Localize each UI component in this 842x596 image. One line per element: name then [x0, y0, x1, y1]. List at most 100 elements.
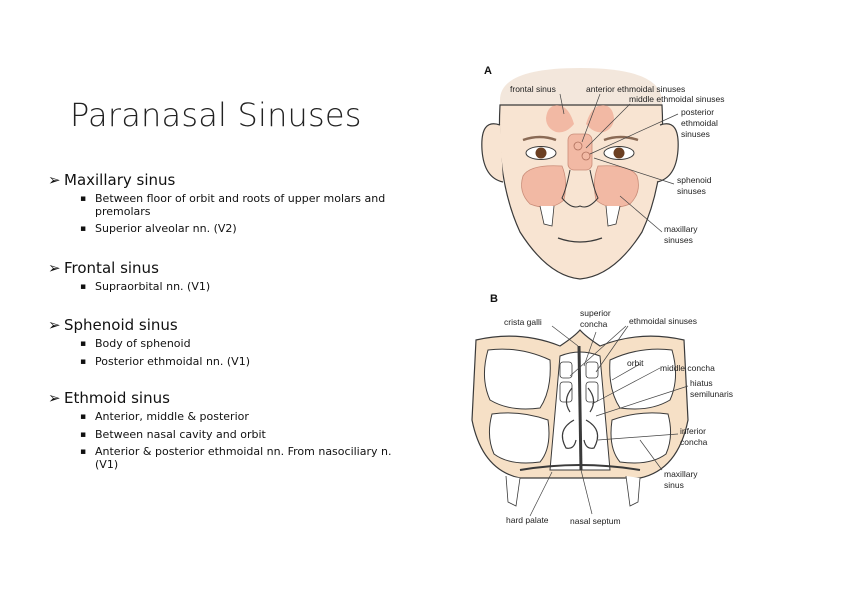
left-molar	[505, 475, 521, 507]
bullet-item: ▪ Anterior, middle & posterior	[76, 410, 395, 424]
sinus-face-illustration: A frontal sinus anterior ethmoidal sinus…	[481, 65, 724, 280]
ethmoid-cells	[559, 361, 599, 403]
label-ethmoidal-sinuses: ethmoidal sinuses	[629, 316, 697, 326]
right-iris	[613, 147, 625, 159]
bullet-list: ▪ Anterior, middle & posterior ▪ Between n…	[48, 410, 418, 471]
panel-b-letter: B	[490, 293, 498, 305]
frontal-sinus-left	[546, 105, 574, 133]
left-eyebrow	[522, 135, 557, 142]
label-hard-palate: hard palate	[506, 515, 549, 525]
hard-palate	[519, 464, 641, 471]
label-middle-concha: middle concha	[660, 363, 715, 373]
right-molar	[625, 475, 641, 507]
left-tooth	[539, 205, 555, 227]
label-maxillary-1: maxillary	[664, 224, 698, 234]
label-superior-concha-1: superior	[580, 308, 611, 318]
bullet-item: ▪ Superior alveolar nn. (V2)	[76, 222, 395, 236]
square-bullet-icon: ▪	[80, 447, 87, 457]
maxillary-sinus-left	[521, 165, 566, 208]
square-bullet-icon: ▪	[80, 194, 87, 204]
square-bullet-icon: ▪	[80, 281, 87, 292]
bullet-list: ▪Body of sphenoid ▪ Posterior ethmoidal n…	[48, 337, 418, 369]
bullet-list: ▪ Supraorbital nn. (V1)	[48, 279, 418, 294]
label-superior-concha-2: concha	[580, 319, 608, 329]
section-heading: ➢ Frontal sinus	[48, 258, 418, 278]
right-eyebrow	[603, 135, 639, 142]
bullet-text: Between nasal cavity and orbit	[95, 427, 266, 441]
bullet-item: ▪Body of sphenoid	[76, 337, 395, 351]
slide-title: Paranasal Sinuses	[70, 96, 362, 134]
ethmoid-cell	[573, 141, 583, 151]
left-ear	[481, 123, 504, 183]
right-tooth	[605, 205, 621, 227]
arrow-bullet-icon: ➢	[48, 389, 61, 407]
label-posterior-3: sinuses	[681, 129, 710, 139]
nose	[561, 169, 599, 208]
maxillary-sinus-left	[488, 412, 550, 464]
section-sphenoid: ➢ Sphenoid sinus ▪Body of sphenoid ▪ Post…	[48, 315, 418, 368]
label-hiatus-2: semilunaris	[690, 389, 733, 399]
section-maxillary: ➢ Maxillary sinus ▪ Between floor of orbi…	[48, 170, 418, 236]
label-maxillary-1: maxillary	[664, 469, 698, 479]
bullet-text: Posterior ethmoidal nn. (V1)	[95, 354, 250, 368]
mouth	[557, 237, 603, 243]
section-heading: ➢ Ethmoid sinus	[48, 388, 418, 408]
label-hiatus-1: hiatus	[690, 378, 713, 388]
label-crista-galli: crista galli	[504, 317, 542, 327]
section-heading-text: Maxillary sinus	[64, 171, 176, 189]
bullet-item: ▪ Supraorbital nn. (V1)	[76, 279, 395, 294]
label-inferior-concha-2: concha	[680, 437, 708, 447]
panel-a-leader-lines	[559, 93, 679, 233]
left-iris	[535, 147, 547, 159]
bullet-text: Body of sphenoid	[95, 337, 191, 350]
label-maxillary-2: sinuses	[664, 235, 693, 245]
label-posterior-2: ethmoidal	[681, 118, 718, 128]
label-orbit: orbit	[627, 358, 644, 368]
sections-list: ➢ Maxillary sinus ▪ Between floor of orbi…	[48, 170, 418, 485]
right-ear	[656, 123, 679, 183]
bullet-item: ▪ Between nasal cavity and orbit	[76, 427, 395, 442]
section-heading-text: Sphenoid sinus	[64, 316, 178, 334]
section-frontal: ➢ Frontal sinus ▪ Supraorbital nn. (V1)	[48, 258, 418, 294]
square-bullet-icon: ▪	[80, 429, 87, 440]
arrow-bullet-icon: ➢	[48, 171, 61, 189]
panel-a-letter: A	[484, 65, 492, 77]
ethmoid-cell	[581, 151, 591, 161]
bullet-text: Anterior, middle & posterior	[95, 410, 249, 423]
square-bullet-icon: ▪	[80, 412, 87, 422]
section-heading-text: Ethmoid sinus	[64, 389, 170, 407]
section-heading: ➢ Sphenoid sinus	[48, 315, 418, 335]
label-frontal-sinus: frontal sinus	[510, 84, 556, 94]
bullet-item: ▪ Anterior & posterior ethmoidal nn. From…	[76, 445, 395, 471]
section-heading-text: Frontal sinus	[64, 258, 159, 277]
conchae	[561, 387, 599, 449]
bullet-text: Between floor of orbit and roots of uppe…	[95, 192, 386, 218]
bullet-text: Supraorbital nn. (V1)	[95, 279, 211, 293]
bullet-text: Superior alveolar nn. (V2)	[95, 222, 237, 235]
left-orbit	[484, 348, 551, 410]
label-anterior-ethmoidal: anterior ethmoidal sinuses	[586, 84, 685, 94]
label-middle-ethmoidal: middle ethmoidal sinuses	[629, 94, 724, 104]
arrow-bullet-icon: ➢	[48, 316, 61, 334]
bullet-item: ▪ Posterior ethmoidal nn. (V1)	[76, 354, 395, 369]
label-maxillary-2: sinus	[664, 480, 684, 490]
maxillary-sinus-right	[594, 165, 639, 208]
label-sphenoid-2: sinuses	[677, 186, 706, 196]
square-bullet-icon: ▪	[80, 356, 87, 367]
ethmoid-sinuses	[567, 133, 593, 171]
forehead-shape	[500, 68, 662, 112]
section-ethmoid: ➢ Ethmoid sinus ▪ Anterior, middle & post…	[48, 388, 418, 471]
arrow-bullet-icon: ➢	[48, 258, 61, 277]
square-bullet-icon: ▪	[80, 224, 87, 234]
label-nasal-septum: nasal septum	[570, 516, 621, 526]
nasal-septum	[577, 345, 583, 471]
coronal-section-illustration: B crista galli	[471, 293, 733, 526]
bullet-item: ▪ Between floor of orbit and roots of upp…	[76, 192, 395, 218]
panel-b-leader-lines	[529, 325, 689, 517]
label-sphenoid-1: sphenoid	[677, 175, 712, 185]
bullet-list: ▪ Between floor of orbit and roots of upp…	[48, 192, 418, 236]
bullet-text: Anterior & posterior ethmoidal nn. From …	[95, 445, 392, 471]
label-inferior-concha-1: inferior	[680, 426, 706, 436]
maxillary-sinus-right	[610, 412, 672, 464]
label-posterior-1: posterior	[681, 107, 714, 117]
